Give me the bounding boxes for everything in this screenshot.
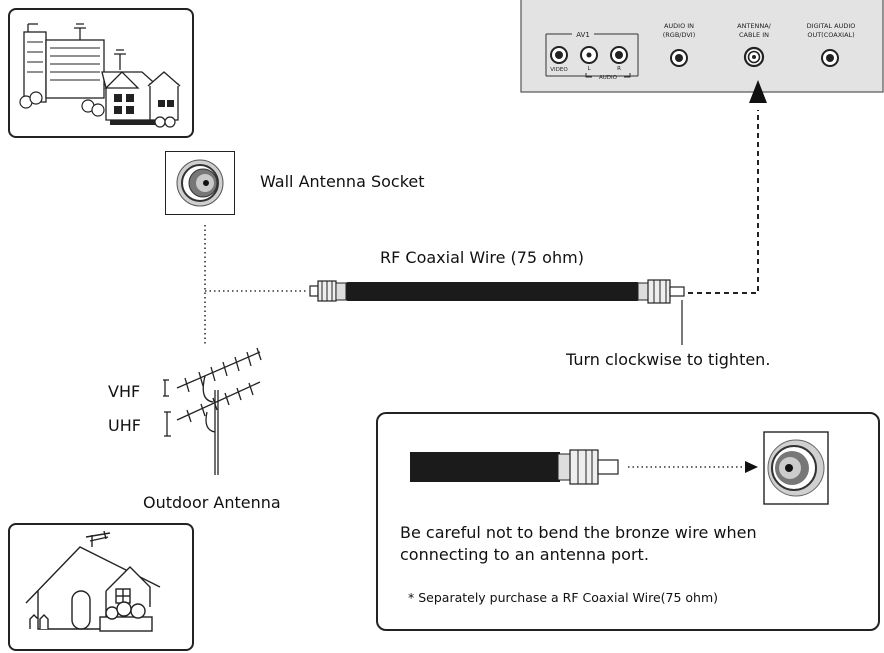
note-line-1: Be careful not to bend the bronze wire w…	[400, 523, 757, 542]
video-label: VIDEO	[550, 67, 568, 73]
note-footnote: * Separately purchase a RF Coaxial Wire(…	[408, 590, 719, 605]
tv-back-panel: AV1 VIDEO L R AUDIO AUDIO IN (RGB/DVI) A…	[520, 0, 884, 93]
r-label: R	[617, 66, 621, 72]
house-box	[8, 523, 194, 651]
coax-wire-label: RF Coaxial Wire (75 ohm)	[380, 248, 584, 267]
connect-illustration	[410, 431, 829, 505]
wall-antenna-socket	[165, 151, 235, 215]
arrow-up-icon	[749, 80, 767, 103]
audio-l-jack	[580, 46, 598, 64]
digital-audio-label: DIGITAL AUDIO	[807, 22, 856, 30]
av1-group	[545, 33, 639, 77]
audio-in-rgb-jack	[670, 49, 688, 67]
antenna-cable-in-jack	[743, 46, 765, 68]
wall-socket-label: Wall Antenna Socket	[260, 172, 425, 191]
l-label: L	[587, 66, 591, 72]
note-text: Be careful not to bend the bronze wire w…	[400, 522, 757, 566]
audio-r-jack	[610, 46, 628, 64]
outdoor-antenna-icon	[163, 347, 262, 475]
av1-label: AV1	[576, 31, 590, 39]
audio-in-sub-label: (RGB/DVI)	[663, 31, 696, 39]
cable-in-label: CABLE IN	[739, 31, 769, 39]
video-jack	[550, 46, 568, 64]
rf-coaxial-wire	[309, 279, 685, 304]
wall-socket-icon	[176, 159, 224, 207]
antenna-label: ANTENNA/	[737, 22, 772, 30]
digital-audio-out-jack	[821, 49, 839, 67]
city-buildings-icon	[19, 23, 181, 128]
note-line-2: connecting to an antenna port.	[400, 545, 649, 564]
audio-label: AUDIO	[599, 75, 618, 81]
note-box: Be careful not to bend the bronze wire w…	[376, 412, 880, 631]
audio-in-label: AUDIO IN	[664, 22, 694, 30]
vhf-label: VHF	[108, 382, 141, 401]
outdoor-antenna-label: Outdoor Antenna	[143, 493, 281, 512]
dashed-line-to-tv	[688, 110, 759, 294]
tighten-label: Turn clockwise to tighten.	[566, 350, 771, 369]
digital-audio-sub-label: OUT(COAXIAL)	[807, 31, 854, 39]
city-building-box	[8, 8, 194, 138]
uhf-label: UHF	[108, 416, 141, 435]
house-icon	[25, 530, 161, 632]
arrow-right-icon	[745, 461, 758, 473]
